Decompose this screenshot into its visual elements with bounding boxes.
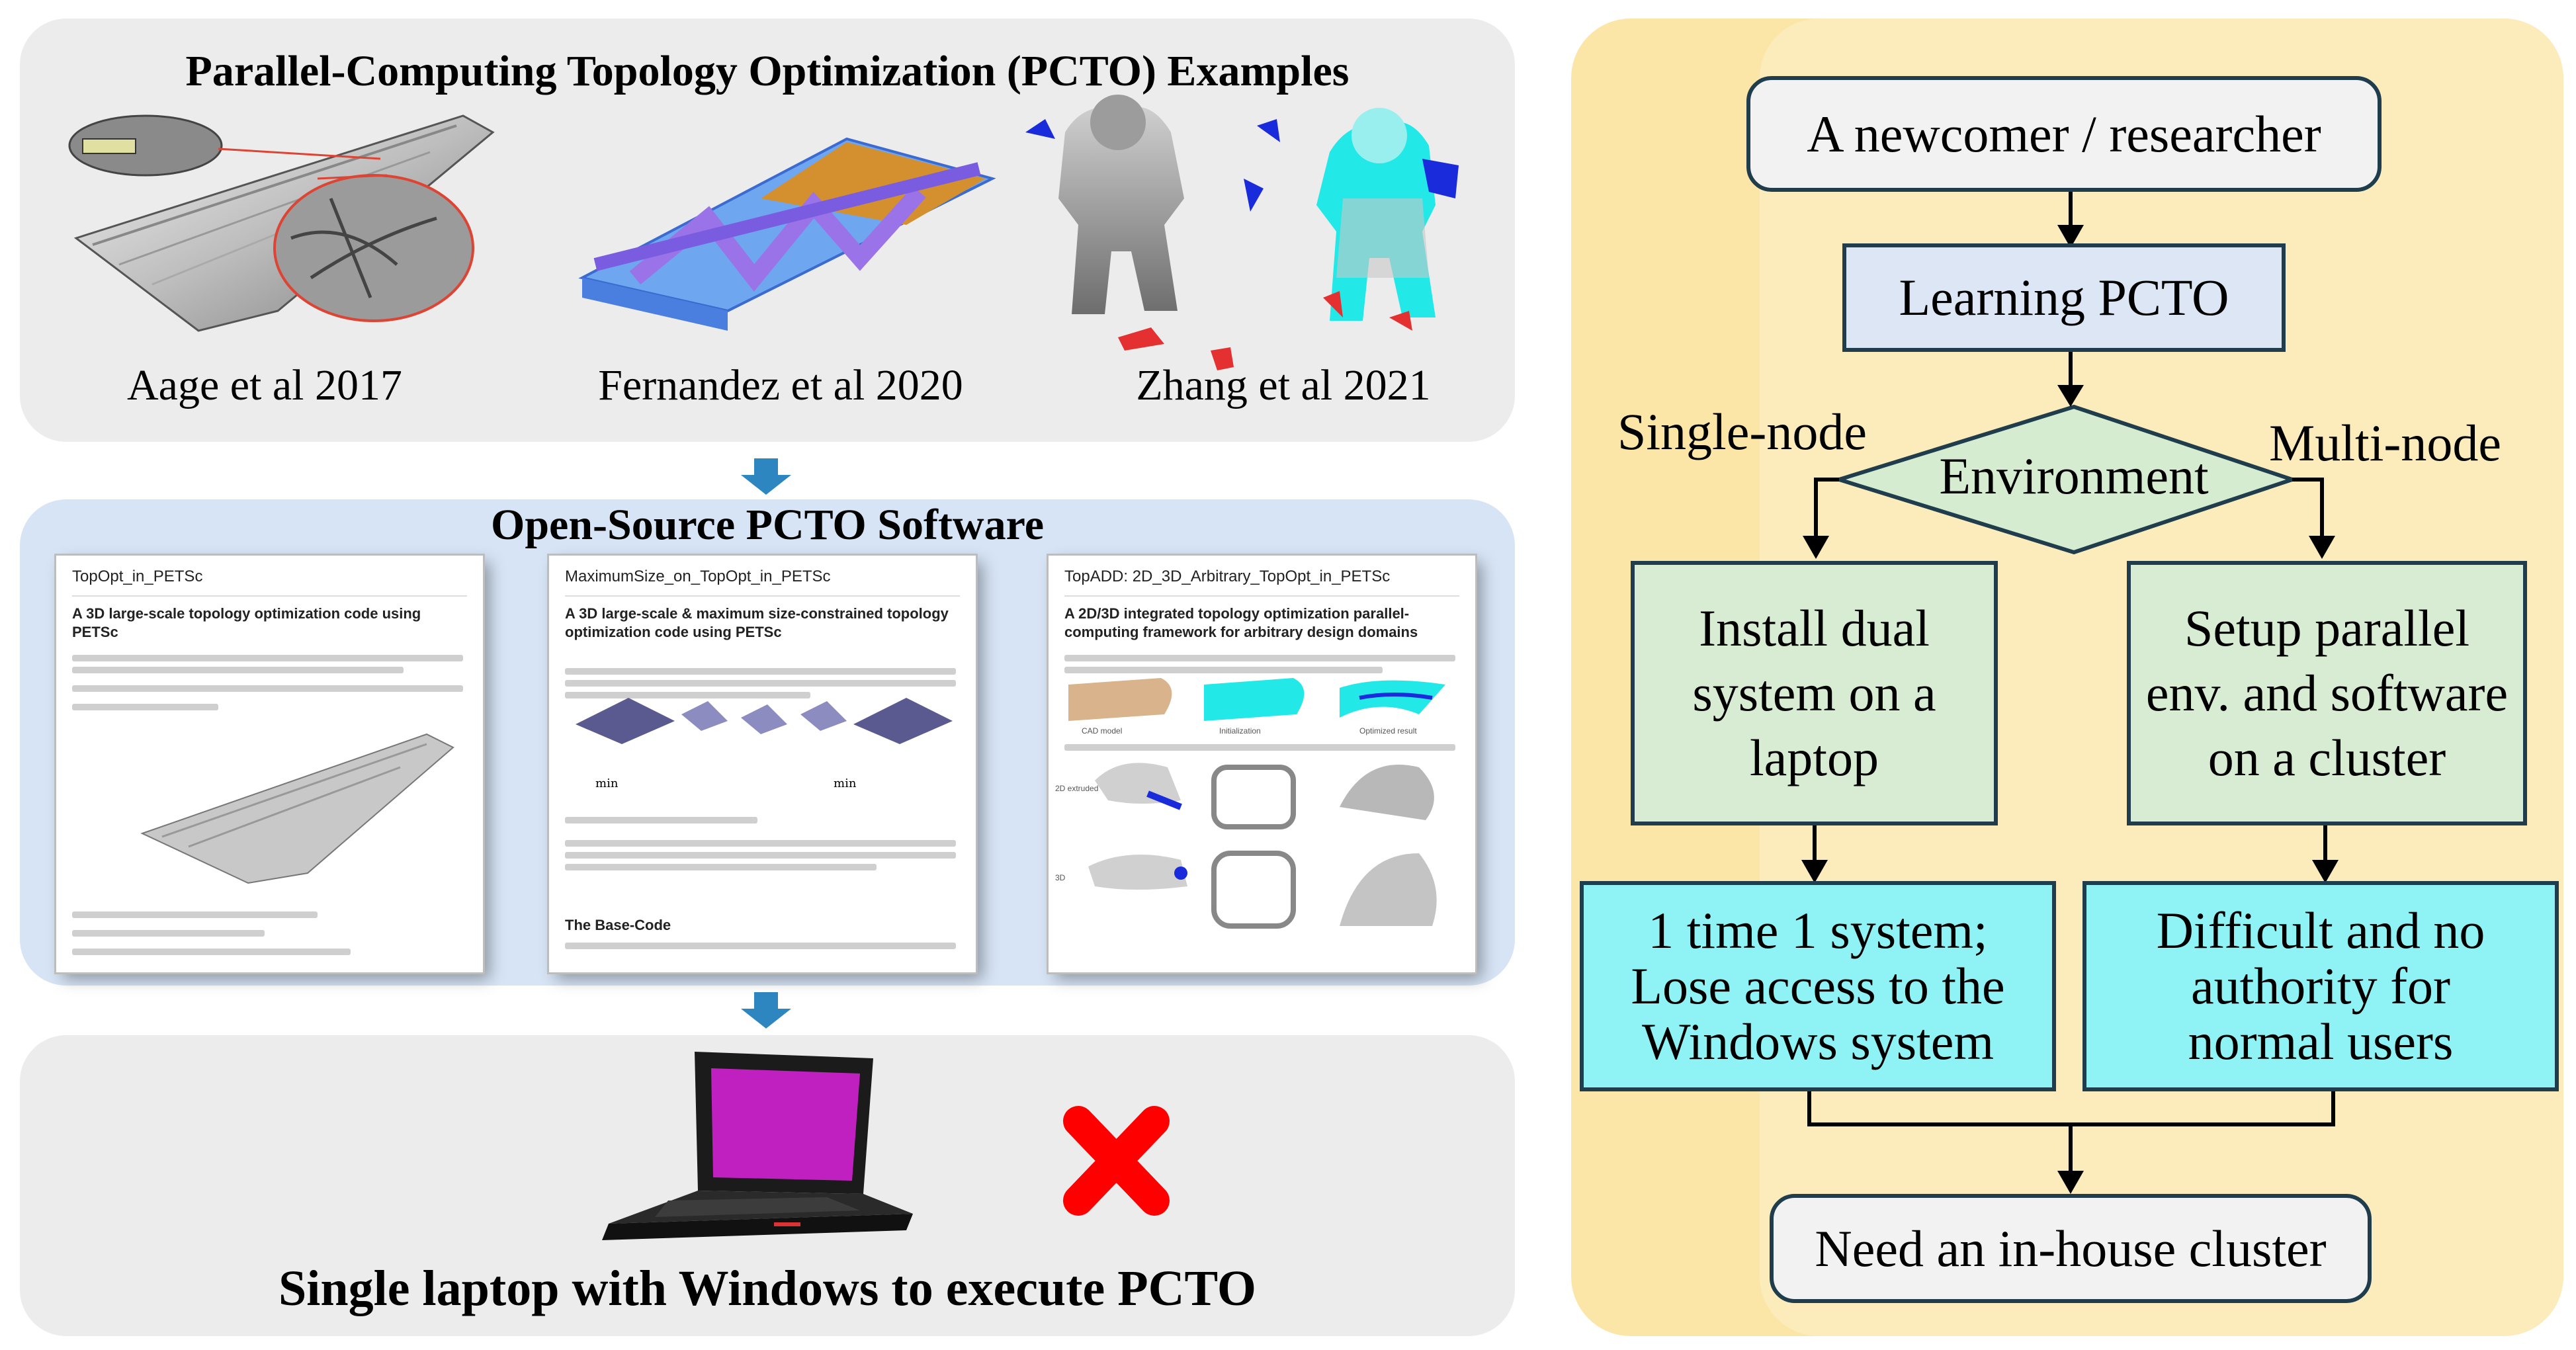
card-heading: A 2D/3D integrated topology optimization… <box>1064 605 1418 640</box>
laptop-image <box>602 1052 913 1240</box>
text-line <box>72 685 463 692</box>
armadillo-structure-image <box>1025 95 1459 370</box>
text-line <box>565 817 757 823</box>
software-card-maximumsize[interactable]: MaximumSize_on_TopOpt_in_PETSc A 3D larg… <box>549 556 976 972</box>
card-wing-figure <box>140 733 454 884</box>
down-arrow-2 <box>741 992 791 1029</box>
down-arrow-1 <box>741 458 791 495</box>
text-line <box>1064 744 1455 751</box>
software-card-topadd[interactable]: TopADD: 2D_3D_Arbitrary_TopOpt_in_PETSc … <box>1049 556 1475 972</box>
repo-name: TopOpt_in_PETSc <box>72 568 203 585</box>
red-cross-icon <box>1063 1106 1170 1216</box>
text-line <box>1064 667 1383 673</box>
fig-label-cad: CAD model <box>1082 726 1123 736</box>
software-title: Open-Source PCTO Software <box>491 501 1044 549</box>
divider <box>565 595 960 597</box>
fig-label-init: Initialization <box>1219 726 1261 736</box>
install-dual-system-box: Install dual system on a laptop <box>1631 561 1998 825</box>
learning-box: Learning PCTO <box>1842 243 2286 352</box>
caption-zhang: Zhang et al 2021 <box>1136 361 1431 409</box>
row-label-2d: 2D extruded <box>1055 784 1099 793</box>
text-line <box>72 655 463 661</box>
examples-title: Parallel-Computing Topology Optimization… <box>185 47 1350 95</box>
card-heading: A 3D large-scale & maximum size-constrai… <box>565 605 949 640</box>
caption-fernandez: Fernandez et al 2020 <box>598 361 963 409</box>
fig-label-opt: Optimized result <box>1359 726 1417 736</box>
single-node-issue-box: 1 time 1 system; Lose access to the Wind… <box>1580 881 2056 1091</box>
row-label-3d: 3D <box>1055 873 1066 882</box>
text-line <box>565 668 956 675</box>
divider <box>72 595 467 597</box>
branch-label-single-node: Single-node <box>1617 403 1867 460</box>
repo-name: TopADD: 2D_3D_Arbitrary_TopOpt_in_PETSc <box>1064 568 1391 585</box>
text-line <box>1064 655 1455 661</box>
card-heading: A 3D large-scale topology optimization c… <box>72 605 421 640</box>
card-subheading: The Base-Code <box>565 917 671 933</box>
setup-cluster-box: Setup parallel env. and software on a cl… <box>2127 561 2527 825</box>
svg-text:min: min <box>595 777 619 790</box>
text-line <box>72 667 404 673</box>
text-line <box>72 911 318 918</box>
text-line <box>565 852 956 859</box>
card-topadd-figure <box>1068 678 1445 929</box>
decision-label: Environment <box>1939 447 2209 505</box>
text-line <box>565 840 956 847</box>
repo-name: MaximumSize_on_TopOpt_in_PETSc <box>565 568 831 585</box>
wing-structure-image <box>68 114 495 332</box>
text-line <box>565 943 956 949</box>
text-line <box>565 692 810 698</box>
text-line <box>565 864 877 870</box>
text-line <box>565 680 956 687</box>
text-line <box>72 704 218 710</box>
divider <box>1064 595 1459 597</box>
start-box: A newcomer / researcher <box>1746 76 2382 192</box>
card-beam-figure: min min <box>576 698 953 790</box>
environment-decision-diamond <box>1832 404 2299 555</box>
flow-connectors <box>1807 192 2335 1174</box>
text-line <box>72 949 351 955</box>
software-card-topopt[interactable]: TopOpt_in_PETSc A 3D large-scale topolog… <box>56 556 483 972</box>
flow-arrowheads <box>1801 225 2339 1194</box>
text-line <box>72 930 265 937</box>
laptop-caption: Single laptop with Windows to execute PC… <box>279 1261 1256 1316</box>
beam-structure-image <box>578 137 996 331</box>
caption-aage: Aage et al 2017 <box>126 361 402 409</box>
branch-label-multi-node: Multi-node <box>2269 414 2501 472</box>
svg-text:min: min <box>834 777 857 790</box>
end-box: Need an in-house cluster <box>1770 1194 2372 1303</box>
multi-node-issue-box: Difficult and no authority for normal us… <box>2082 881 2559 1091</box>
